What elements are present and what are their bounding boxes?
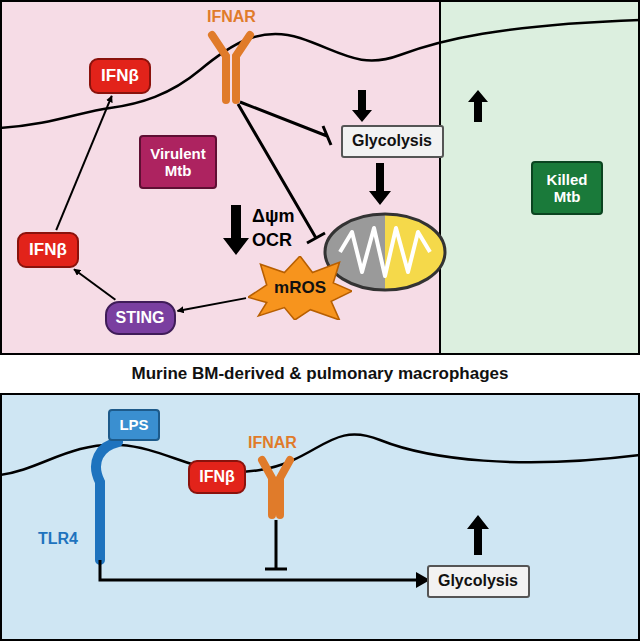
inhibition-line [238,104,325,243]
lps-panel [0,395,640,641]
inhibition-line [265,520,287,569]
receptor-label: IFNAR [248,434,297,452]
arrow-connector [56,96,112,230]
node-text: IFNβ [199,468,235,486]
ifnb-box: IFNβ [188,460,246,494]
killed-panel [440,0,640,353]
panel-divider [439,0,441,353]
arrow-connector [74,269,115,300]
arrow-connector [177,298,246,311]
cell-membrane [0,20,640,128]
virulent-panel [0,0,440,353]
decrease-arrow [369,163,391,205]
mitochondrion-outline [325,214,445,290]
decrease-arrow [352,90,372,122]
node-text: IFNβ [29,240,67,260]
ifnb-box: IFNβ [89,58,151,94]
decrease-arrow [223,205,249,255]
node-text: IFNβ [101,66,139,86]
node-text: mROS [274,278,326,298]
node-text: Glycolysis [352,132,432,150]
node-text: Murine BM-derived & pulmonary macrophage… [132,364,509,384]
inhibition-line [240,102,331,145]
receptor-label: IFNAR [207,8,256,26]
node-text: Glycolysis [438,572,518,590]
node-text: LPS [119,416,148,433]
tlr4-receptor [96,442,118,560]
increase-arrow [467,515,489,555]
cell-type-banner: Murine BM-derived & pulmonary macrophage… [0,353,640,395]
glycolysis-box: Glycolysis [427,565,530,598]
sting-box: STING [105,301,176,335]
glycolysis-box: Glycolysis [341,125,444,158]
lps-box: LPS [108,409,160,441]
cristae [340,228,430,276]
node-text: Killed Mtb [541,171,593,206]
potential-label: Δψm [252,206,295,227]
ifnb-box: IFNβ [17,232,79,268]
star-shape [248,256,352,320]
node-text: STING [116,309,165,327]
receptor-label: TLR4 [38,530,78,548]
increase-arrow [468,90,488,122]
ifnar-receptor [212,35,250,100]
ocr-label: OCR [252,230,292,251]
virulent-mtb-box: Virulent Mtb [139,135,217,189]
node-text: Virulent Mtb [149,145,207,180]
mros-star: mROS [248,256,352,320]
killed-mtb-box: Killed Mtb [531,161,603,215]
activation-line [100,560,418,580]
ifnar-receptor [262,460,290,515]
